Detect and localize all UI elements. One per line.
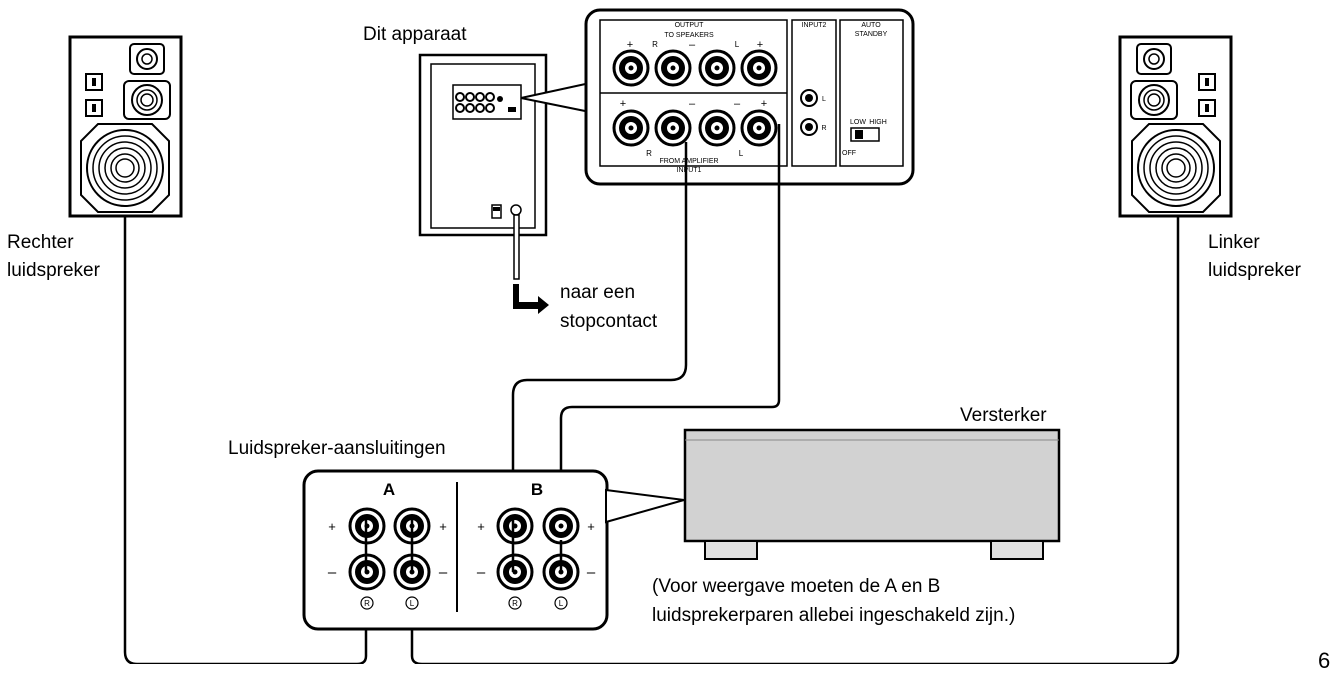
terminal-wire-ends <box>364 518 563 572</box>
panel-plus-4: + <box>761 98 767 110</box>
left-speaker-label-line1: Linker <box>1208 232 1260 253</box>
left-speaker-label-line2: luidspreker <box>1208 260 1301 281</box>
this-device <box>418 53 548 280</box>
panel-labels: OUTPUT TO SPEAKERS + – + R L + – – + R L… <box>620 22 888 174</box>
amplifier-label: Versterker <box>960 405 1047 426</box>
right-speaker <box>68 35 183 218</box>
panel-l-2: L <box>739 149 744 158</box>
speaker-terminals-label: Luidspreker-aansluitingen <box>228 438 446 459</box>
panel-l-1: L <box>735 40 740 49</box>
terminal-labels: A B + + – – + + – – R L R L <box>328 480 596 608</box>
this-device-label: Dit apparaat <box>363 24 467 45</box>
panel-minus-1: – <box>689 39 696 51</box>
left-speaker <box>1118 35 1233 218</box>
terminal-b-minus-r: – <box>477 564 486 581</box>
panel-to-speakers-label: TO SPEAKERS <box>664 32 714 39</box>
terminal-b-l: L <box>559 599 564 608</box>
panel-input2-label: INPUT2 <box>802 22 827 29</box>
terminal-b-plus-l: + <box>587 519 595 534</box>
terminal-a-plus-l: + <box>439 519 447 534</box>
panel-low-label: LOW <box>850 119 866 126</box>
page-number: 6 <box>1318 648 1331 673</box>
terminal-a-minus-l: – <box>439 564 448 581</box>
note-line2: luidsprekerparen allebei ingeschakeld zi… <box>652 605 1016 626</box>
power-outlet-label-line1: naar een <box>560 282 636 303</box>
terminal-group-a: A <box>383 480 395 499</box>
panel-minus-3: – <box>734 98 741 110</box>
panel-high-label: HIGH <box>869 119 887 126</box>
terminal-a-r: R <box>364 599 370 608</box>
terminal-b-plus-r: + <box>477 519 485 534</box>
panel-plus-2: + <box>757 39 763 51</box>
terminal-b-minus-l: – <box>587 564 596 581</box>
panel-from-amplifier-label: FROM AMPLIFIER <box>659 158 718 165</box>
panel-output-label: OUTPUT <box>675 22 705 29</box>
speaker-terminal-panel <box>302 469 609 631</box>
terminal-a-l: L <box>410 599 415 608</box>
terminal-group-b: B <box>531 480 543 499</box>
right-speaker-label-line1: Rechter <box>7 232 74 253</box>
right-speaker-label-line2: luidspreker <box>7 260 100 281</box>
panel-minus-2: – <box>689 98 696 110</box>
power-outlet-label-line2: stopcontact <box>560 311 658 332</box>
power-arrow-icon <box>513 284 549 314</box>
panel-plus-1: + <box>627 39 633 51</box>
back-panel <box>584 8 915 186</box>
panel-off-label: OFF <box>842 150 856 157</box>
panel-input1-label: INPUT1 <box>677 167 702 174</box>
input-wires <box>511 124 781 572</box>
panel-l-3: L <box>822 96 826 103</box>
terminal-b-r: R <box>512 599 518 608</box>
speaker-wires <box>123 216 1180 664</box>
amplifier-callout <box>605 488 685 524</box>
panel-standby-label: STANDBY <box>855 31 888 38</box>
panel-plus-3: + <box>620 98 626 110</box>
panel-r-1: R <box>652 40 658 49</box>
terminal-a-plus-r: + <box>328 519 336 534</box>
note-line1: (Voor weergave moeten de A en B <box>652 576 941 597</box>
panel-r-3: R <box>821 125 826 132</box>
terminal-a-minus-r: – <box>328 564 337 581</box>
panel-r-2: R <box>646 149 652 158</box>
amplifier <box>683 428 1061 560</box>
panel-auto-label: AUTO <box>861 22 881 29</box>
